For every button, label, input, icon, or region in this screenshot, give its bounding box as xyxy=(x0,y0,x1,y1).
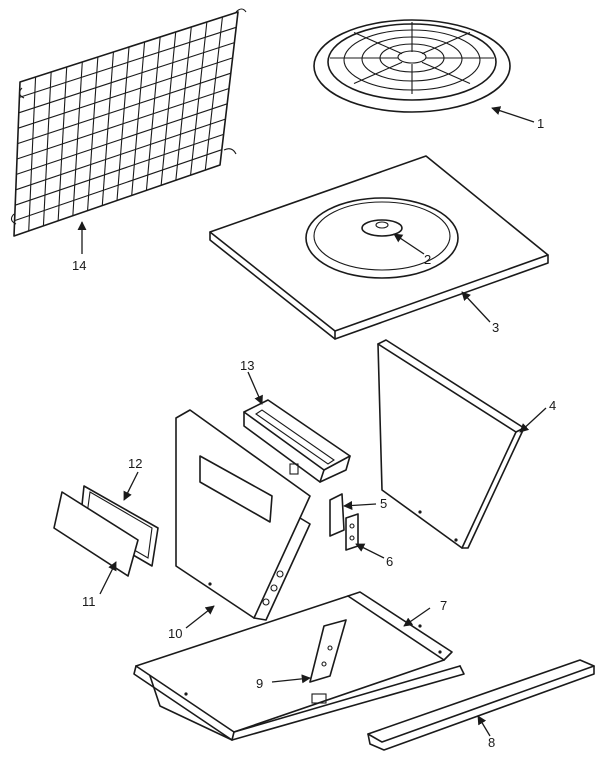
callout-7: 7 xyxy=(440,598,447,613)
callout-2: 2 xyxy=(424,252,431,267)
part-2-fan-opening xyxy=(305,197,459,279)
part-7-base-pan xyxy=(133,591,465,741)
callout-11: 11 xyxy=(82,594,96,609)
callout-6: 6 xyxy=(386,554,393,569)
callout-labels: 1 2 3 4 5 6 7 8 9 10 11 12 13 14 xyxy=(72,116,556,750)
grille-wire xyxy=(17,72,231,145)
fan-guard-spoke xyxy=(421,32,471,55)
grille-wire xyxy=(15,133,224,206)
grille-wire xyxy=(14,149,222,222)
callout-14: 14 xyxy=(72,258,86,273)
part-5-bracket xyxy=(329,493,345,537)
part-13-duct xyxy=(243,399,351,483)
grille-wire xyxy=(18,42,235,114)
fan-guard-spoke xyxy=(353,61,403,84)
part-11-filter xyxy=(53,491,139,577)
fan-guard-spoke xyxy=(353,32,403,55)
grille-wire xyxy=(15,118,226,191)
grille-wire xyxy=(16,87,230,160)
fan-guard-spoke xyxy=(421,61,471,84)
leader-lines xyxy=(77,106,547,737)
part-10-front-panel xyxy=(175,409,311,621)
callout-13: 13 xyxy=(240,358,254,373)
grille-wire xyxy=(19,26,237,98)
callout-5: 5 xyxy=(380,496,387,511)
part-4-side-panel xyxy=(377,339,525,549)
callout-10: 10 xyxy=(168,626,182,641)
part-9-mounting-bracket xyxy=(309,619,347,704)
callout-9: 9 xyxy=(256,676,263,691)
grille-wire xyxy=(16,103,228,175)
callout-12: 12 xyxy=(128,456,142,471)
callout-4: 4 xyxy=(549,398,556,413)
part-1-fan-guard xyxy=(313,19,511,113)
grille-wire xyxy=(18,57,233,129)
callout-8: 8 xyxy=(488,735,495,750)
callout-1: 1 xyxy=(537,116,544,131)
callout-3: 3 xyxy=(492,320,499,335)
part-14-wire-grille xyxy=(10,8,247,237)
part-8-base-rail xyxy=(367,659,595,751)
part-3-top-panel xyxy=(209,155,549,340)
